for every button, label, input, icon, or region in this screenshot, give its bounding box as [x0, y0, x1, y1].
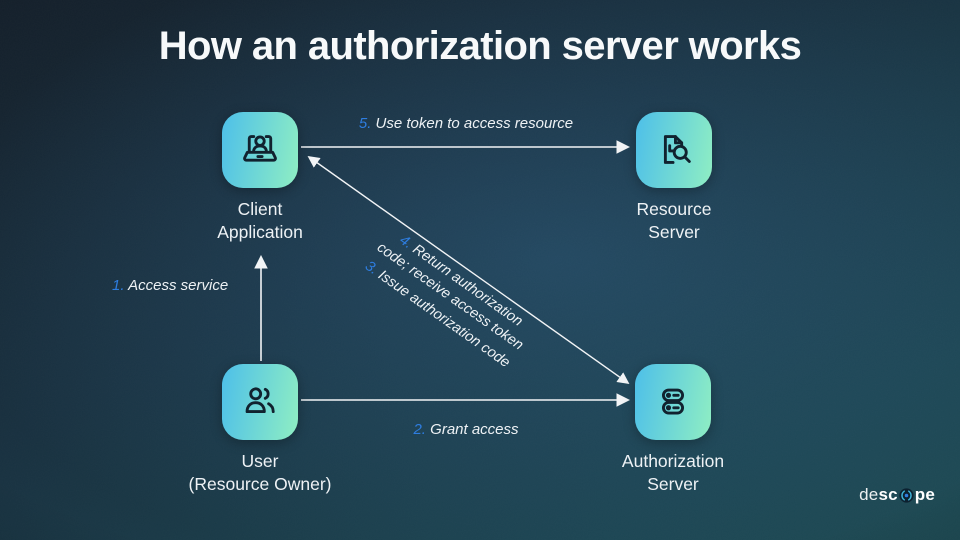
database-icon — [661, 388, 685, 415]
user-box — [222, 364, 298, 440]
two-users-icon — [245, 387, 275, 414]
node-label-line: Authorization — [621, 451, 725, 471]
laptop-user-icon — [243, 135, 277, 162]
logo-text: pe — [914, 485, 935, 504]
document-search-icon — [663, 135, 691, 164]
step-text: Access service — [128, 277, 229, 294]
node-client-application: Client Application — [217, 112, 303, 242]
user-label: User (Resource Owner) — [140, 450, 380, 496]
logo-text: de — [859, 485, 879, 504]
arrow-label-1: 1. Access service — [112, 277, 228, 294]
page-title: How an authorization server works — [158, 24, 802, 68]
node-label-line: Resource — [636, 199, 712, 219]
step-text: Use token to access resource — [375, 115, 574, 132]
node-user-resource-owner: User (Resource Owner) — [189, 364, 331, 494]
authorization-server-label: Authorization Server — [553, 450, 793, 496]
node-resource-server: Resource Server — [636, 112, 712, 242]
logo-text: sc — [878, 485, 898, 504]
arrow-label-5: 5. Use token to access resource — [333, 115, 599, 132]
node-label-line: Server — [647, 473, 699, 494]
step-number: 2. — [413, 421, 426, 438]
node-label-line: Application — [217, 221, 303, 242]
node-label-line: (Resource Owner) — [188, 473, 332, 494]
client-application-box — [222, 112, 298, 188]
step-number: 5. — [358, 115, 372, 132]
step-text: Grant access — [430, 421, 519, 438]
resource-server-box — [636, 112, 712, 188]
arrow-label-3: 3. Issue authorization code — [272, 195, 602, 435]
step-number: 1. — [112, 277, 125, 294]
arrow-label-2: 2. Grant access — [366, 421, 566, 438]
resource-server-label: Resource Server — [554, 198, 794, 244]
node-authorization-server: Authorization Server — [622, 364, 724, 494]
node-label-line: User — [241, 451, 279, 471]
node-label-line: Server — [648, 221, 700, 242]
authorization-server-box — [635, 364, 711, 440]
descope-o-icon — [899, 487, 914, 503]
